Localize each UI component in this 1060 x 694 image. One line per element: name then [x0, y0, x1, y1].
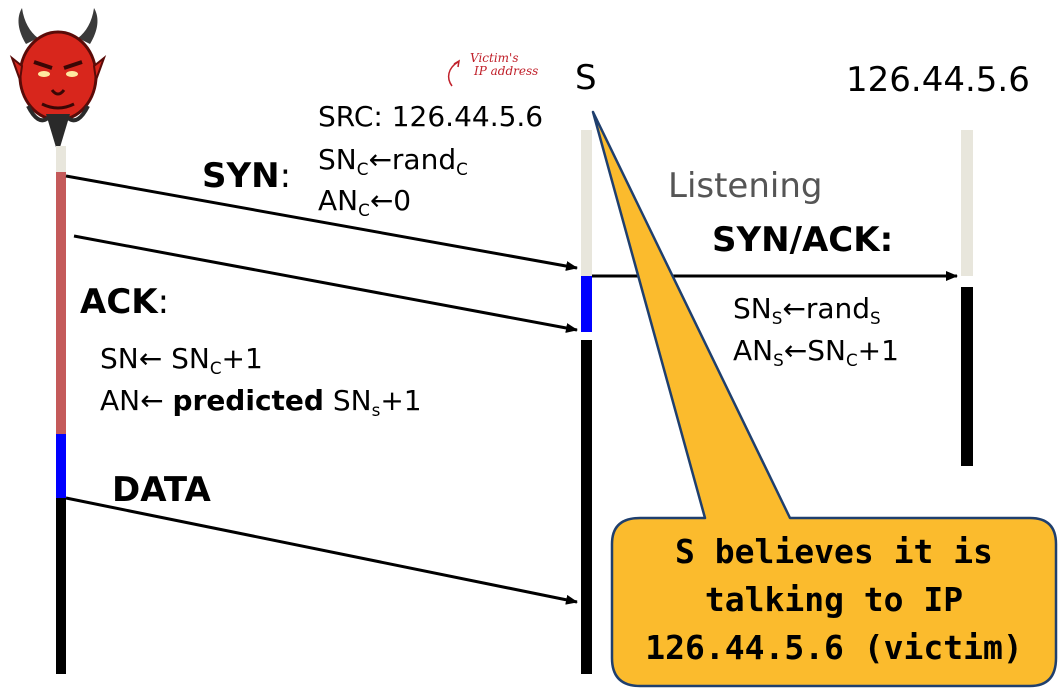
syn-sn-prefix: SN: [318, 143, 357, 176]
ack-sn: SN← SNC+1: [100, 342, 263, 376]
ack-an-bold: predicted: [172, 384, 324, 417]
ack-arrow: [73, 234, 578, 333]
annotation-line-1: Victim's: [470, 51, 519, 65]
synack-sn-arrow-sub: S: [870, 307, 881, 328]
ack-sn-text: SN← SN: [100, 342, 210, 375]
attacker-timeline-blue: [56, 434, 66, 498]
synack-an: ANS←SNC+1: [733, 334, 899, 368]
synack-an-end: +1: [857, 334, 899, 367]
server-timeline-blue: [581, 276, 592, 332]
synack-an-sub: S: [773, 349, 784, 370]
synack-label: SYN/ACK:: [712, 220, 894, 260]
attacker-timeline-pink: [56, 172, 66, 434]
ack-an-end: +1: [380, 384, 422, 417]
syn-an-prefix: AN: [318, 184, 359, 217]
syn-sn: SNC←randC: [318, 143, 468, 177]
callout-line-3: 126.44.5.6 (victim): [645, 628, 1023, 667]
attacker-timeline-top: [56, 146, 66, 172]
server-timeline-light: [581, 130, 592, 276]
server-timeline-black: [581, 340, 592, 674]
data-label: DATA: [112, 470, 211, 510]
synack-an-prefix: AN: [733, 334, 774, 367]
syn-sn-arrow-sub: C: [456, 158, 468, 179]
syn-colon: :: [279, 156, 292, 196]
ack-an-start: AN←: [100, 384, 173, 417]
devil-attacker-icon: [9, 8, 107, 154]
synack-sn-arrow: ←rand: [782, 292, 871, 325]
ack-sn-end: +1: [221, 342, 263, 375]
synack-an-mid: ←SN: [783, 334, 846, 367]
syn-src: SRC: 126.44.5.6: [318, 100, 544, 133]
syn-arrow: [65, 174, 578, 271]
syn-label: SYN:: [202, 156, 291, 196]
victim-ip-label: 126.44.5.6: [846, 60, 1030, 100]
syn-sn-arrow: ←rand: [368, 143, 457, 176]
server-label: S: [575, 58, 597, 98]
annotation-line-2: IP address: [474, 64, 539, 78]
synack-sn-prefix: SN: [733, 292, 772, 325]
ack-sn-sub: C: [209, 357, 222, 378]
callout-line-2: talking to IP: [704, 580, 964, 619]
synack-sn-sub: S: [771, 307, 783, 328]
victim-timeline-black: [961, 287, 973, 466]
synack-an-mid-sub: C: [845, 349, 858, 370]
victim-timeline-light: [961, 130, 973, 276]
synack-sn: SNS←randS: [733, 292, 881, 326]
callout-text: S believes it is talking to IP 126.44.5.…: [612, 528, 1056, 672]
victim-ip-annotation: Victim's IP address: [470, 52, 538, 78]
listening-label: Listening: [668, 166, 823, 206]
syn-an-arrow: ←0: [369, 184, 412, 217]
syn-label-text: SYN: [202, 156, 280, 196]
ack-label-text: ACK: [80, 282, 158, 322]
ack-label: ACK:: [80, 282, 169, 322]
ack-colon: :: [157, 282, 170, 322]
callout-line-1: S believes it is: [675, 532, 993, 571]
syn-an-sub: C: [358, 199, 370, 220]
ack-an-mid: SN: [323, 384, 372, 417]
syn-an: ANC←0: [318, 184, 411, 218]
ack-an-sub: s: [371, 399, 381, 420]
ack-an: AN← predicted SNs+1: [100, 384, 422, 418]
data-arrow: [65, 496, 578, 605]
syn-sn-sub: C: [356, 158, 369, 179]
attacker-timeline-black: [56, 498, 66, 674]
